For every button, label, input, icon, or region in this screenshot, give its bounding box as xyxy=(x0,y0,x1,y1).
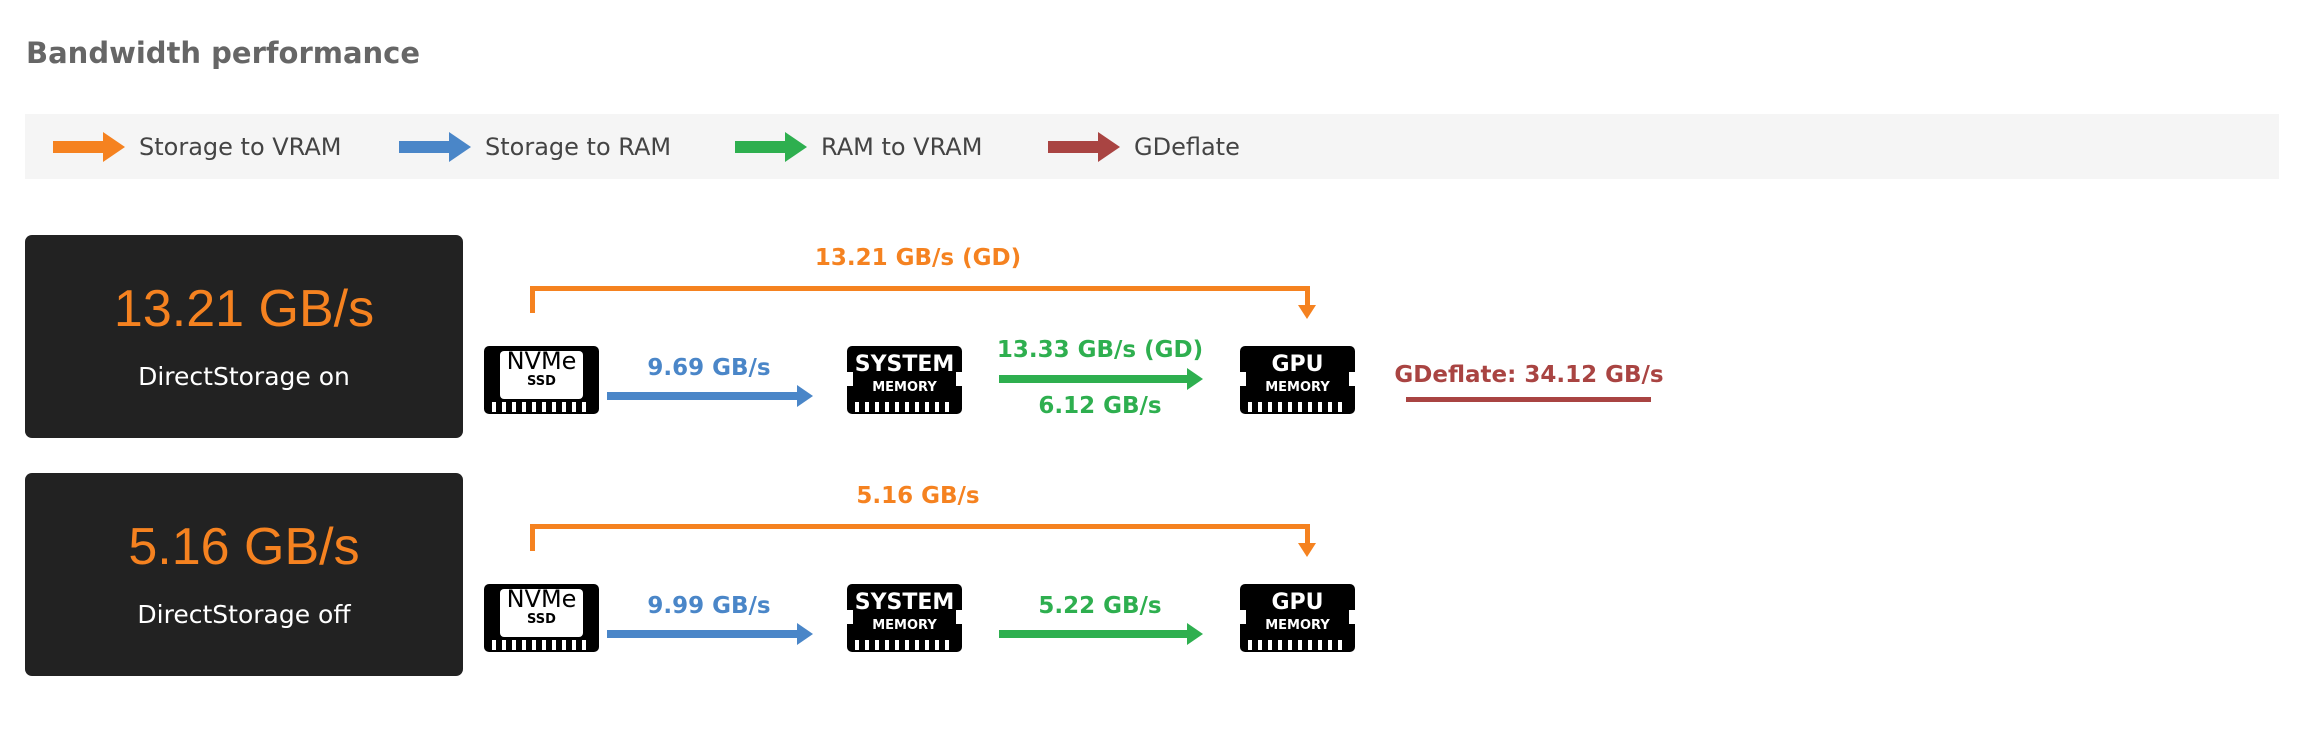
blue-arrow-icon xyxy=(399,131,471,162)
chip-label: SYSTEM xyxy=(854,590,955,615)
bracket-line xyxy=(530,286,1310,291)
system-memory-icon: SYSTEM MEMORY xyxy=(847,584,962,652)
chip-label: NVMe xyxy=(506,347,577,375)
storage-to-ram-arrow xyxy=(607,385,813,407)
ram-to-vram-value: 5.22 GB/s xyxy=(1038,593,1162,619)
storage-to-vram-value: 13.21 GB/s (GD) xyxy=(814,245,1022,271)
storage-to-ram-value: 9.69 GB/s xyxy=(647,355,771,381)
legend-label: Storage to VRAM xyxy=(139,132,342,161)
summary-box: 5.16 GB/s DirectStorage off xyxy=(25,473,463,676)
legend-storage-to-vram: Storage to VRAM xyxy=(53,114,342,179)
system-memory-icon: SYSTEM MEMORY xyxy=(847,346,962,414)
chip-sublabel: SSD xyxy=(527,374,556,389)
ram-to-vram-arrow xyxy=(999,368,1203,390)
chip-label: GPU xyxy=(1271,352,1324,377)
row-directstorage-off: 5.16 GB/s DirectStorage off 5.16 GB/s 9.… xyxy=(0,238,2301,729)
legend-label: GDeflate xyxy=(1134,132,1240,161)
arrow-down-icon xyxy=(1298,543,1316,557)
bracket-right xyxy=(1305,524,1310,544)
summary-box: 13.21 GB/s DirectStorage on xyxy=(25,235,463,438)
legend-label: RAM to VRAM xyxy=(821,132,983,161)
chip-label: NVMe xyxy=(506,585,577,613)
storage-to-vram-value: 5.16 GB/s xyxy=(856,483,980,509)
gdeflate-underline xyxy=(1406,397,1651,402)
red-arrow-icon xyxy=(1048,131,1120,162)
chip-sublabel: MEMORY xyxy=(872,380,937,395)
gdeflate-value: GDeflate: 34.12 GB/s xyxy=(1394,362,1664,388)
legend-label: Storage to RAM xyxy=(485,132,672,161)
gpu-memory-icon: GPU MEMORY xyxy=(1240,584,1355,652)
page-title: Bandwidth performance xyxy=(26,36,421,70)
green-arrow-icon xyxy=(735,131,807,162)
storage-to-ram-arrow xyxy=(607,623,813,645)
ram-to-vram-gd-value: 13.33 GB/s (GD) xyxy=(996,337,1204,363)
chip-label: GPU xyxy=(1271,590,1324,615)
bracket-right xyxy=(1305,286,1310,306)
bracket-left xyxy=(530,524,535,551)
legend: Storage to VRAM Storage to RAM RAM to VR… xyxy=(25,114,2279,179)
mode-label: DirectStorage off xyxy=(137,600,351,629)
chip-sublabel: SSD xyxy=(527,612,556,627)
ram-to-vram-arrow xyxy=(999,623,1203,645)
legend-storage-to-ram: Storage to RAM xyxy=(399,114,671,179)
gpu-memory-icon: GPU MEMORY xyxy=(1240,346,1355,414)
mode-label: DirectStorage on xyxy=(138,362,350,391)
storage-to-ram-value: 9.99 GB/s xyxy=(647,593,771,619)
ram-to-vram-value: 6.12 GB/s xyxy=(1038,393,1162,419)
bracket-line xyxy=(530,524,1310,529)
legend-gdeflate: GDeflate xyxy=(1048,114,1240,179)
arrow-down-icon xyxy=(1298,305,1316,319)
total-bandwidth: 13.21 GB/s xyxy=(113,280,375,338)
chip-sublabel: MEMORY xyxy=(1265,380,1330,395)
chip-sublabel: MEMORY xyxy=(872,618,937,633)
orange-arrow-icon xyxy=(53,131,125,162)
chip-sublabel: MEMORY xyxy=(1265,618,1330,633)
bracket-left xyxy=(530,286,535,313)
legend-ram-to-vram: RAM to VRAM xyxy=(735,114,982,179)
total-bandwidth: 5.16 GB/s xyxy=(128,518,360,576)
chip-label: SYSTEM xyxy=(854,352,955,377)
